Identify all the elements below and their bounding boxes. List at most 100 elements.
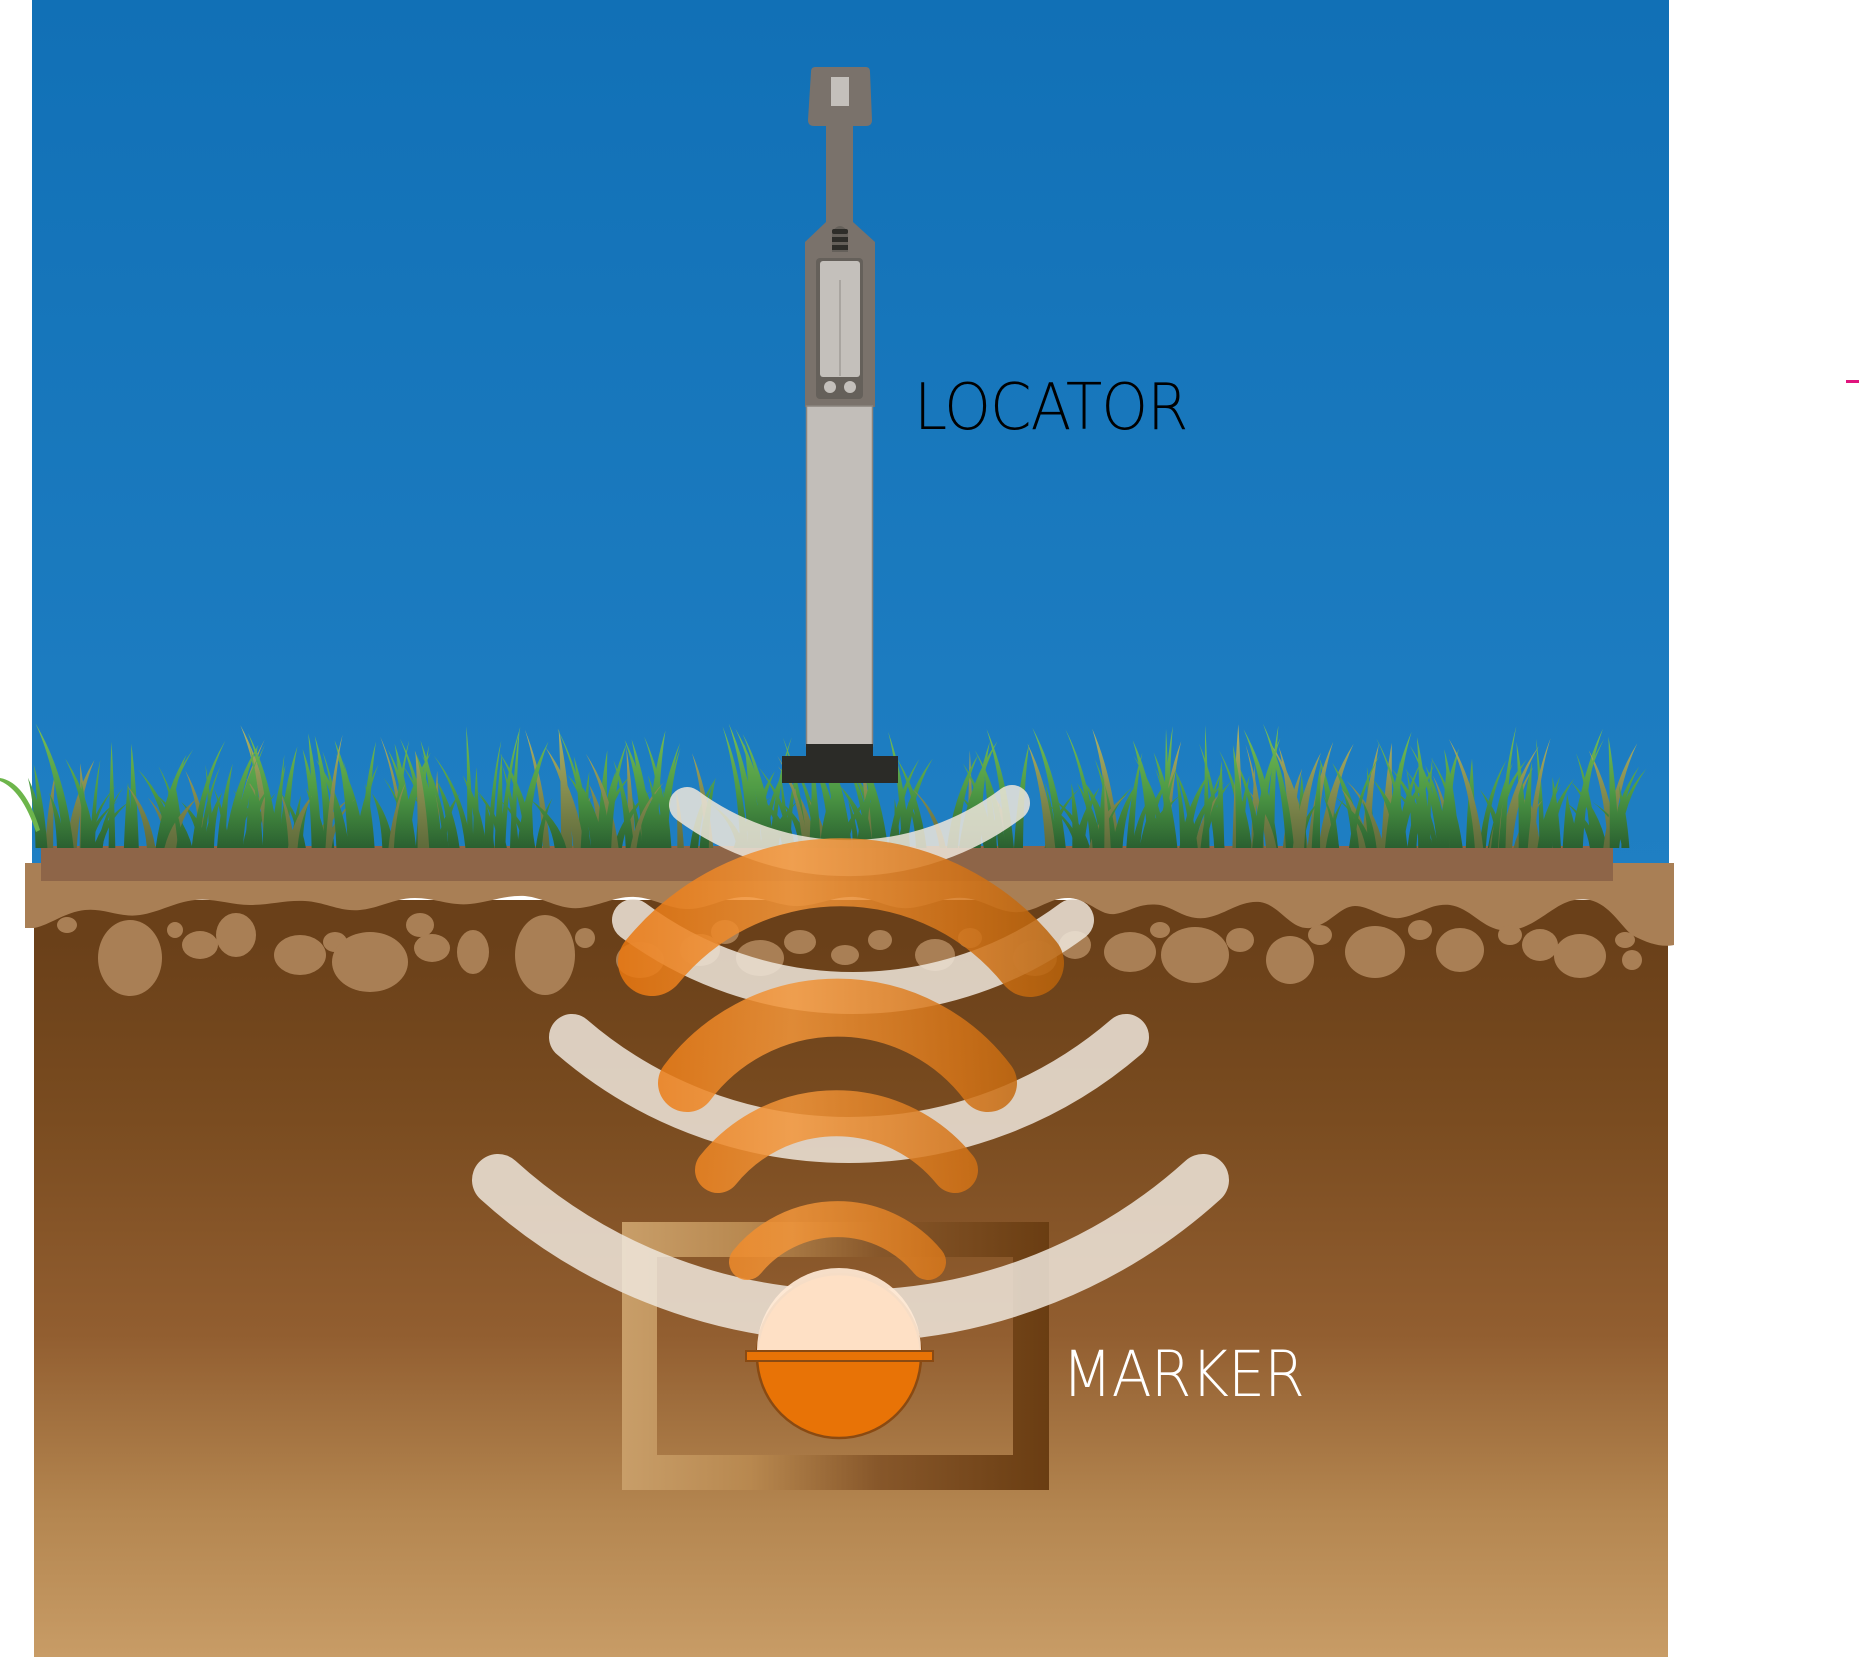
- grass-blade: [1311, 763, 1321, 848]
- grass-blade: [224, 744, 259, 848]
- grass-blade: [1491, 762, 1513, 848]
- grass-blade: [217, 763, 233, 848]
- marker-ball: [745, 1268, 934, 1440]
- grass-blade: [1126, 752, 1143, 848]
- grass-blade: [249, 742, 263, 848]
- grass-blade: [436, 793, 460, 848]
- vent-slot: [832, 245, 848, 250]
- grass-blade: [1199, 743, 1222, 848]
- grass-blade: [97, 787, 124, 848]
- grass-blade: [848, 800, 860, 848]
- grass-blade: [1527, 738, 1551, 848]
- grass-blade: [49, 792, 66, 848]
- locator-device: [782, 67, 898, 783]
- grass-blade: [315, 759, 350, 848]
- soil-rock: [515, 915, 575, 995]
- wave-orange-2: [658, 978, 1017, 1112]
- soil-rock: [1266, 936, 1314, 984]
- grass-blade: [501, 763, 519, 848]
- grass-blade: [335, 753, 366, 848]
- soil-rock: [1161, 927, 1229, 983]
- grass-blade: [1334, 796, 1374, 848]
- locator-button-left: [824, 381, 836, 393]
- grass-blade: [355, 764, 379, 848]
- locator-button-right: [844, 381, 856, 393]
- grass-blade: [1362, 800, 1377, 848]
- grass-blade: [499, 727, 521, 848]
- grass-blade: [433, 755, 472, 848]
- grass-blade: [760, 755, 794, 848]
- grass-blade: [388, 782, 406, 848]
- grass-blade: [158, 766, 184, 848]
- grass-blade: [1346, 780, 1384, 848]
- grass-blade: [1520, 762, 1532, 848]
- grass-blade: [1536, 738, 1545, 848]
- grass-blade: [1566, 802, 1600, 848]
- grass-blade: [1155, 768, 1175, 848]
- grass-blade: [814, 726, 843, 848]
- wave-orange-1: [618, 838, 1064, 997]
- grass-blade: [415, 750, 430, 848]
- grass-blade: [334, 740, 359, 848]
- grass-blade: [33, 764, 48, 848]
- grass-blade: [372, 793, 395, 848]
- grass-blade: [325, 734, 343, 848]
- grass-blade: [247, 732, 280, 848]
- grass-blade: [1571, 781, 1608, 848]
- grass-blade: [896, 757, 927, 848]
- grass-blade: [264, 786, 271, 848]
- grass-blade: [138, 769, 177, 848]
- grass-blade: [1111, 781, 1139, 848]
- grass-blade: [65, 758, 97, 848]
- grass-blade: [1499, 726, 1517, 848]
- grass-blade: [1322, 794, 1340, 848]
- grass-blade: [155, 749, 194, 848]
- grass-blade: [735, 728, 772, 848]
- soil-rock: [182, 931, 218, 959]
- grass-blade: [123, 782, 133, 848]
- grass-blade: [856, 760, 880, 848]
- grass-blade: [0, 778, 40, 832]
- locator-label: LOCATOR: [914, 371, 1189, 445]
- grass-blade: [203, 792, 222, 848]
- grass-blade: [758, 766, 796, 848]
- wave-orange-4: [729, 1201, 946, 1280]
- grass-blade: [847, 728, 888, 848]
- grass-blade: [421, 753, 449, 848]
- grass-blade: [153, 792, 193, 848]
- grass-blade: [287, 792, 315, 848]
- wave-white-3: [549, 1014, 1149, 1163]
- grass-blade: [1318, 743, 1354, 848]
- grass-blade: [777, 756, 809, 848]
- grass-blade: [275, 754, 285, 848]
- grass-blade: [242, 788, 269, 848]
- soil-rock: [1308, 925, 1332, 945]
- grass-blade: [613, 760, 635, 848]
- grass-blade: [126, 785, 156, 848]
- grass-blade: [1325, 798, 1345, 848]
- vent-slot: [832, 229, 848, 234]
- marker-ring: [745, 1350, 934, 1362]
- grass-blade: [1619, 785, 1630, 848]
- grass-blade: [854, 725, 873, 848]
- soil-rocks: [57, 913, 1642, 996]
- grass-blade: [35, 723, 74, 848]
- grass-blade: [822, 736, 852, 848]
- soil-rock: [274, 935, 326, 975]
- soil-rock: [1345, 926, 1405, 978]
- grass-blade: [1292, 752, 1321, 848]
- grass-blade: [1174, 770, 1198, 848]
- grass-blade: [1132, 740, 1160, 848]
- soil-rock: [1554, 934, 1606, 978]
- grass-blade: [1200, 768, 1224, 848]
- grass-blade: [630, 782, 665, 848]
- marker-box-frame: [622, 1222, 1049, 1490]
- soil-rock: [1498, 925, 1522, 945]
- soil-rock: [1150, 922, 1170, 938]
- grass-blade: [325, 798, 356, 848]
- grass-blade: [1027, 743, 1056, 848]
- grass-blade: [1179, 771, 1211, 848]
- grass-blade: [1562, 794, 1574, 848]
- grass-blade: [45, 774, 56, 848]
- grass-blade: [232, 789, 264, 848]
